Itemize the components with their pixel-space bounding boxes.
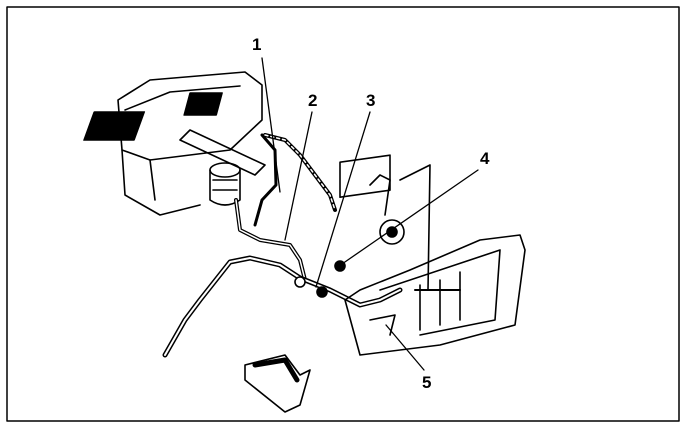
- blower-housing: [83, 71, 266, 216]
- callout-4: 4: [480, 149, 490, 168]
- callout-2: 2: [308, 91, 318, 110]
- callout-3: 3: [366, 91, 376, 110]
- condenser: [344, 164, 526, 356]
- leader-line-2: [284, 111, 313, 241]
- compressor: [334, 154, 405, 272]
- liquid-line: [162, 255, 403, 358]
- accumulator: [209, 162, 241, 206]
- front-arrow-icon: [244, 354, 311, 413]
- leader-line-1: [261, 57, 281, 193]
- callout-1: 1: [252, 35, 262, 54]
- leader-line-3: [315, 111, 371, 288]
- evaporator-hose: [234, 198, 307, 282]
- leader-line-5: [385, 324, 425, 371]
- callout-5: 5: [422, 373, 432, 392]
- frame-border: [6, 6, 680, 422]
- leader-line-4: [341, 169, 479, 265]
